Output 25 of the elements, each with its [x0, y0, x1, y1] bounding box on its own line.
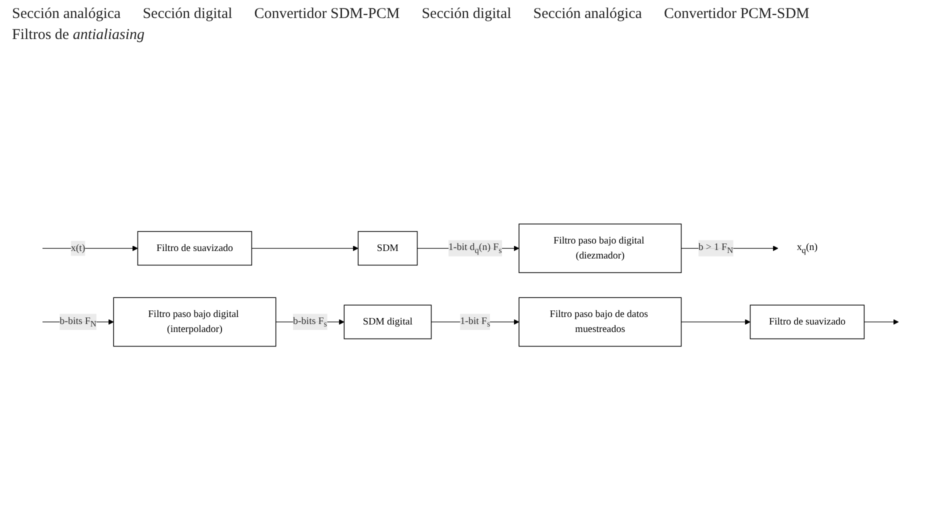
arrow: [680, 319, 750, 325]
section-label: Convertidor PCM-SDM: [664, 6, 810, 23]
edge-label: b-bits F$_{s}$: [292, 316, 328, 328]
edge-label: b > 1 F$_{N}$: [698, 242, 734, 254]
arrow: [251, 245, 358, 251]
node-box: Filtro paso bajo digital (diezmador): [518, 223, 682, 273]
node-box: Filtro de suavizado: [750, 304, 865, 340]
node-text: x$_{q}$(n): [796, 242, 818, 254]
section-label: Filtros de antialiasing: [12, 27, 145, 44]
node-box: Filtro de suavizado: [137, 230, 252, 266]
node-box: SDM digital: [344, 304, 432, 340]
edge-label: 1-bit d$_{q}$(n) F$_{s}$: [448, 242, 502, 254]
arrow: [864, 319, 899, 325]
section-label: Sección digital: [142, 6, 232, 23]
edge-label: 1-bit F$_{s}$: [460, 316, 490, 328]
section-label: Sección analógica: [12, 6, 121, 23]
node-box: Filtro paso bajo de datos muestreados: [518, 297, 682, 347]
edge-label: b-bits F$_{N}$: [60, 316, 96, 328]
section-label: Sección analógica: [533, 6, 642, 23]
arrow: [42, 245, 138, 251]
section-label: Convertidor SDM-PCM: [254, 6, 400, 23]
node-box: Filtro paso bajo digital (interpolador): [113, 297, 276, 347]
edge-label: x(t): [70, 242, 86, 254]
node-box: SDM: [358, 230, 418, 266]
section-label: Sección digital: [422, 6, 512, 23]
